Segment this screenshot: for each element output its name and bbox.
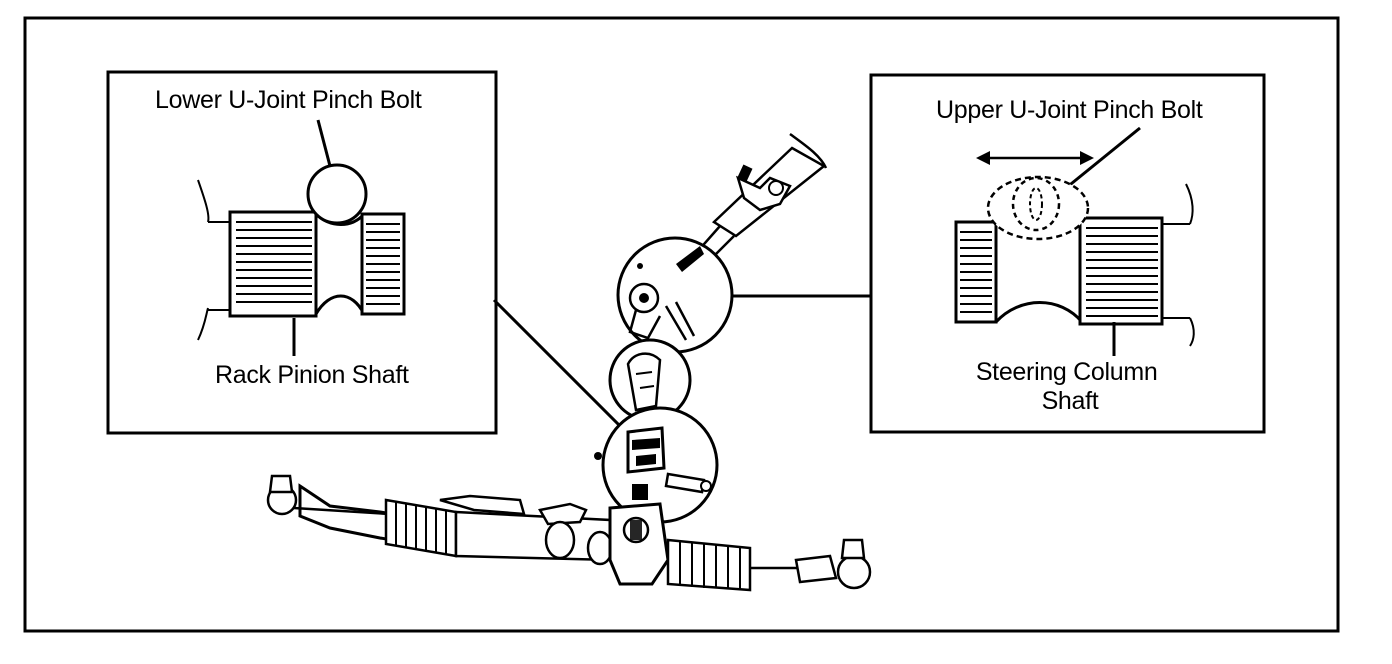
movement-arrow-icon (976, 151, 1094, 165)
lower-pinch-bolt-label: Lower U-Joint Pinch Bolt (155, 86, 422, 114)
steering-assembly-illustration (266, 132, 872, 592)
lower-ujoint-inset: Lower U-Joint Pinch Bolt (106, 70, 498, 435)
upper-pinch-bolt-icon (986, 175, 1090, 241)
rack-pinion-shaft-label: Rack Pinion Shaft (215, 361, 409, 389)
lower-pinch-bolt-icon (306, 163, 368, 225)
steering-column-shaft-label: Steering Column Shaft (976, 358, 1164, 415)
steering-column-shaft-line2: Shaft (1042, 387, 1099, 415)
upper-pinch-bolt-label: Upper U-Joint Pinch Bolt (936, 96, 1203, 124)
outer-frame (23, 16, 1340, 633)
upper-ujoint-inset: Upper U-Joint Pinch Bolt (869, 73, 1266, 434)
lower-inset-leader (492, 298, 638, 444)
steering-column-shaft-line1: Steering Column (976, 358, 1158, 386)
